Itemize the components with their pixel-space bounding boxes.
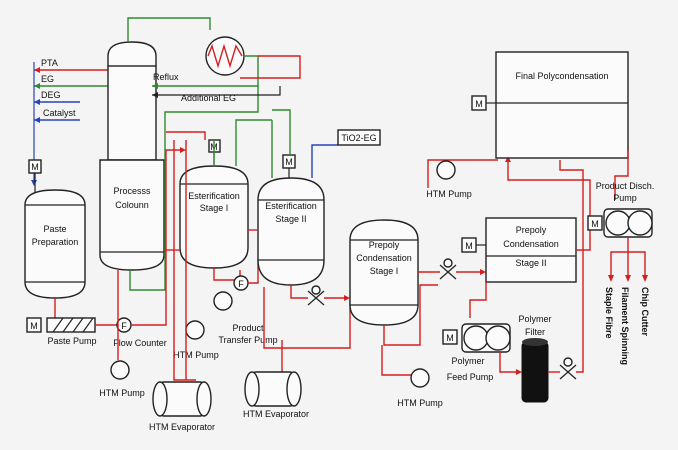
esterification-stage-1 <box>179 165 249 269</box>
polymer-feed-pump-motor <box>442 329 458 345</box>
input-eg-label: EG <box>41 74 54 84</box>
condenser <box>205 36 245 76</box>
chip-cutter-label: Chip Cutter <box>640 287 650 336</box>
htm-pump-4-label: HTM Pump <box>397 398 443 408</box>
transfer-valve-1 <box>307 290 325 306</box>
htm-pump-1-label: HTM Pump <box>173 350 219 360</box>
product-transfer-label-2: Transfer Pump <box>218 335 277 345</box>
prepoly1-label-3: Stage I <box>370 266 399 276</box>
htm-pump-1 <box>185 320 205 340</box>
flow-counter-label: Flow Counter <box>113 338 167 348</box>
polymer-filter-label-1: Polymer <box>518 314 551 324</box>
htm-pump-3-label: HTM Pump <box>426 189 472 199</box>
htm-evaporator-2-label: HTM Evaporator <box>243 409 309 419</box>
process-column <box>99 159 165 271</box>
input-deg-label: DEG <box>41 90 61 100</box>
prepoly-condensation-stage-2 <box>485 217 577 283</box>
filament-spinning-label: Filament Spinning <box>620 287 630 365</box>
htm-evaporator-1 <box>152 381 212 417</box>
reflux-label: Reflux <box>153 72 179 82</box>
flow-label: F <box>238 279 244 289</box>
esterif2-label-2: Stage II <box>275 214 306 224</box>
input-catalyst-label: Catalyst <box>43 108 76 118</box>
process-column-top <box>107 41 157 66</box>
htm-pump-2-label: HTM Pump <box>99 388 145 398</box>
htm-pump-3 <box>436 160 456 180</box>
esterif1-label-2: Stage I <box>200 203 229 213</box>
polymer-filter-label-2: Filter <box>525 327 545 337</box>
process-column-label-1: Processs <box>113 186 151 196</box>
polymer-feed-label-2: Feed Pump <box>447 372 494 382</box>
transfer-valve-2 <box>439 264 457 280</box>
prepoly2-label-1: Prepoly <box>516 225 547 235</box>
additional-eg-label: Additional EG <box>181 93 236 103</box>
input-pta-label: PTA <box>41 58 58 68</box>
filter-outlet-valve <box>559 364 577 380</box>
motor-label: M <box>285 157 293 167</box>
motor-label: M <box>31 162 39 172</box>
product-discharge-pump <box>603 208 653 238</box>
motor-label: M <box>465 241 473 251</box>
esterif1-label-1: Esterification <box>188 191 240 201</box>
product-disch-label-1: Product Disch. <box>596 181 655 191</box>
htm-evaporator-1-label: HTM Evaporator <box>149 422 215 432</box>
motor-label: M <box>591 219 599 229</box>
paste-pump-label: Paste Pump <box>47 336 96 346</box>
polymer-feed-label-1: Polymer <box>451 356 484 366</box>
paste-pump-motor <box>26 317 42 333</box>
tio2-eg-label: TiO2-EG <box>341 133 376 143</box>
final-poly-label: Final Polycondensation <box>515 71 608 81</box>
staple-fibre-label: Staple Fibre <box>604 287 614 339</box>
motor-label: M <box>475 99 483 109</box>
motor-label: M <box>446 333 454 343</box>
product-disch-motor <box>587 215 603 231</box>
prepoly1-label-2: Condensation <box>356 253 412 263</box>
product-transfer-label-1: Product <box>232 323 264 333</box>
htm-pump-4 <box>410 368 430 388</box>
esterif2-label-1: Esterification <box>265 201 317 211</box>
prepoly1-label-1: Prepoly <box>369 240 400 250</box>
polymer-filter <box>521 341 549 403</box>
flow-label: F <box>121 321 127 331</box>
product-disch-label-2: Pump <box>613 193 637 203</box>
product-transfer-pump <box>213 291 233 311</box>
polymer-feed-pump <box>461 323 511 353</box>
final-polycondensation <box>495 51 629 159</box>
paste-prep-label-2: Preparation <box>32 237 79 247</box>
paste-prep-label-1: Paste <box>43 224 66 234</box>
prepoly2-label-2: Condensation <box>503 239 559 249</box>
htm-evaporator-2 <box>244 371 302 407</box>
tio2-eg-box <box>337 129 381 146</box>
motor-label: M <box>30 321 38 331</box>
esterification-stage-2 <box>257 177 325 286</box>
process-column-label-2: Colounn <box>115 200 149 210</box>
htm-pump-2 <box>110 360 130 380</box>
prepoly2-label-3: Stage II <box>515 258 546 268</box>
